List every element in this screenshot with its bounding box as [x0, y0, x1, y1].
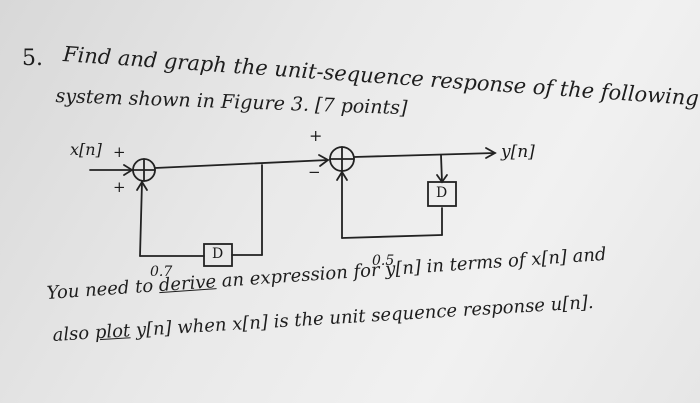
delay-2-label: D: [436, 185, 448, 201]
line4-part-a: also: [52, 322, 96, 346]
sum1-sign-bottom: +: [113, 178, 126, 196]
gain-1-label: 0.7: [150, 264, 173, 280]
feedback-1-up: [139, 181, 143, 257]
sum1-to-sum2-line: [154, 159, 329, 169]
delay-box-2: [427, 181, 457, 207]
output-line: [353, 152, 496, 158]
sum1-sign-left: +: [113, 143, 126, 161]
feedback-2-down: [440, 154, 443, 183]
derive-word: derive: [158, 271, 217, 297]
output-label: y[n]: [501, 142, 535, 162]
delay-box-1: [203, 243, 233, 267]
sum2-sign-top: +: [309, 126, 323, 145]
delay-1-label: D: [212, 246, 224, 262]
gain-2-label: 0.5: [372, 253, 395, 269]
input-arrowhead: [123, 164, 134, 176]
sum2-sign-left: −: [308, 163, 321, 181]
plot-word: plot: [94, 320, 131, 344]
input-label: x[n]: [70, 140, 102, 159]
problem-number: 5.: [22, 46, 43, 71]
